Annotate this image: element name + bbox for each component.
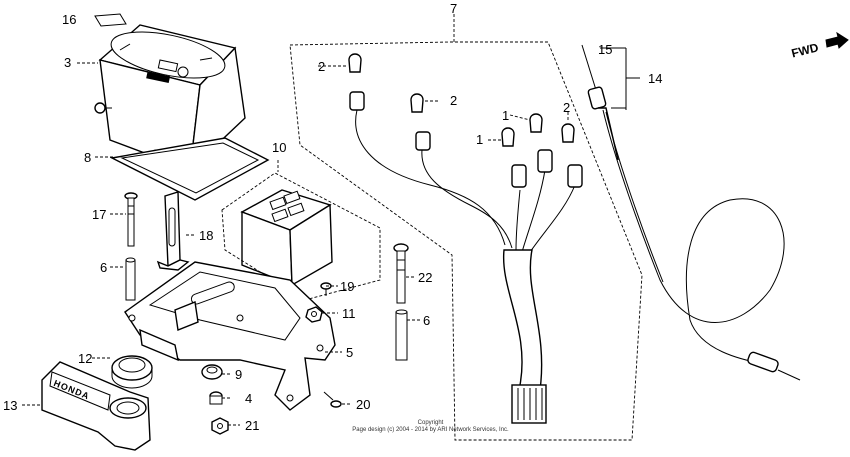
callout-18: 18 [199,228,214,243]
callout-20: 20 [356,397,371,412]
copyright-notice: Copyright Page design (c) 2004 - 2014 by… [338,420,523,434]
callout-8: 8 [84,150,92,165]
callout-5: 5 [346,345,354,360]
bulb-2-mid [410,93,424,113]
part-11-nut [305,306,323,323]
part-12-grommet [111,355,153,389]
callout-6-right: 6 [423,313,431,328]
part-20-screw [323,391,342,408]
callout-2-mid: 2 [450,93,458,108]
part-6-spacer-left [125,257,136,301]
part-22-bolt [393,243,409,304]
callout-12: 12 [78,351,93,366]
part-19-screw [320,282,332,296]
part-18-stay [156,191,190,271]
part-8-gasket [109,137,270,201]
copyright-line-2: Page design (c) 2004 - 2014 by ARI Netwo… [352,427,509,433]
part-17-screw [124,192,138,247]
part-14-cable [581,44,801,381]
callout-7: 7 [450,1,458,16]
callout-14: 14 [648,71,663,86]
part-16-tag [94,13,127,27]
callout-17: 17 [92,207,107,222]
part-4-collar [209,391,223,405]
leader-lines [22,14,640,426]
bulb-1-upper [529,113,543,133]
callout-19: 19 [340,279,355,294]
callout-2-right: 2 [563,100,571,115]
part-13-emblem-holder [41,361,151,451]
callout-11: 11 [342,306,356,321]
callout-15: 15 [598,42,613,57]
bulb-2-right [561,123,575,143]
callout-16: 16 [62,12,77,27]
forward-arrow-icon [825,31,849,49]
part-7-outline [289,41,643,441]
callout-2-top: 2 [318,59,326,74]
callout-10: 10 [272,140,287,155]
callout-4: 4 [245,391,253,406]
callout-3: 3 [64,55,72,70]
part-9-grommet [201,364,223,380]
copyright-line-1: Copyright [417,420,444,426]
part-6-spacer-right [395,309,408,361]
callout-9: 9 [235,367,243,382]
bulb-2-top [348,53,362,73]
part-10-outline [221,172,381,301]
part-5-bracket [124,261,336,411]
part-7-harness [349,91,583,424]
callout-1-lower: 1 [476,132,484,147]
callout-22: 22 [418,270,433,285]
part-21-nut [211,417,229,435]
callout-1-upper: 1 [502,108,510,123]
callout-13: 13 [3,398,18,413]
callout-6-left: 6 [100,260,108,275]
part-10-indicator-box [240,189,333,287]
callout-21: 21 [245,418,260,433]
bulb-1-lower [501,127,515,147]
